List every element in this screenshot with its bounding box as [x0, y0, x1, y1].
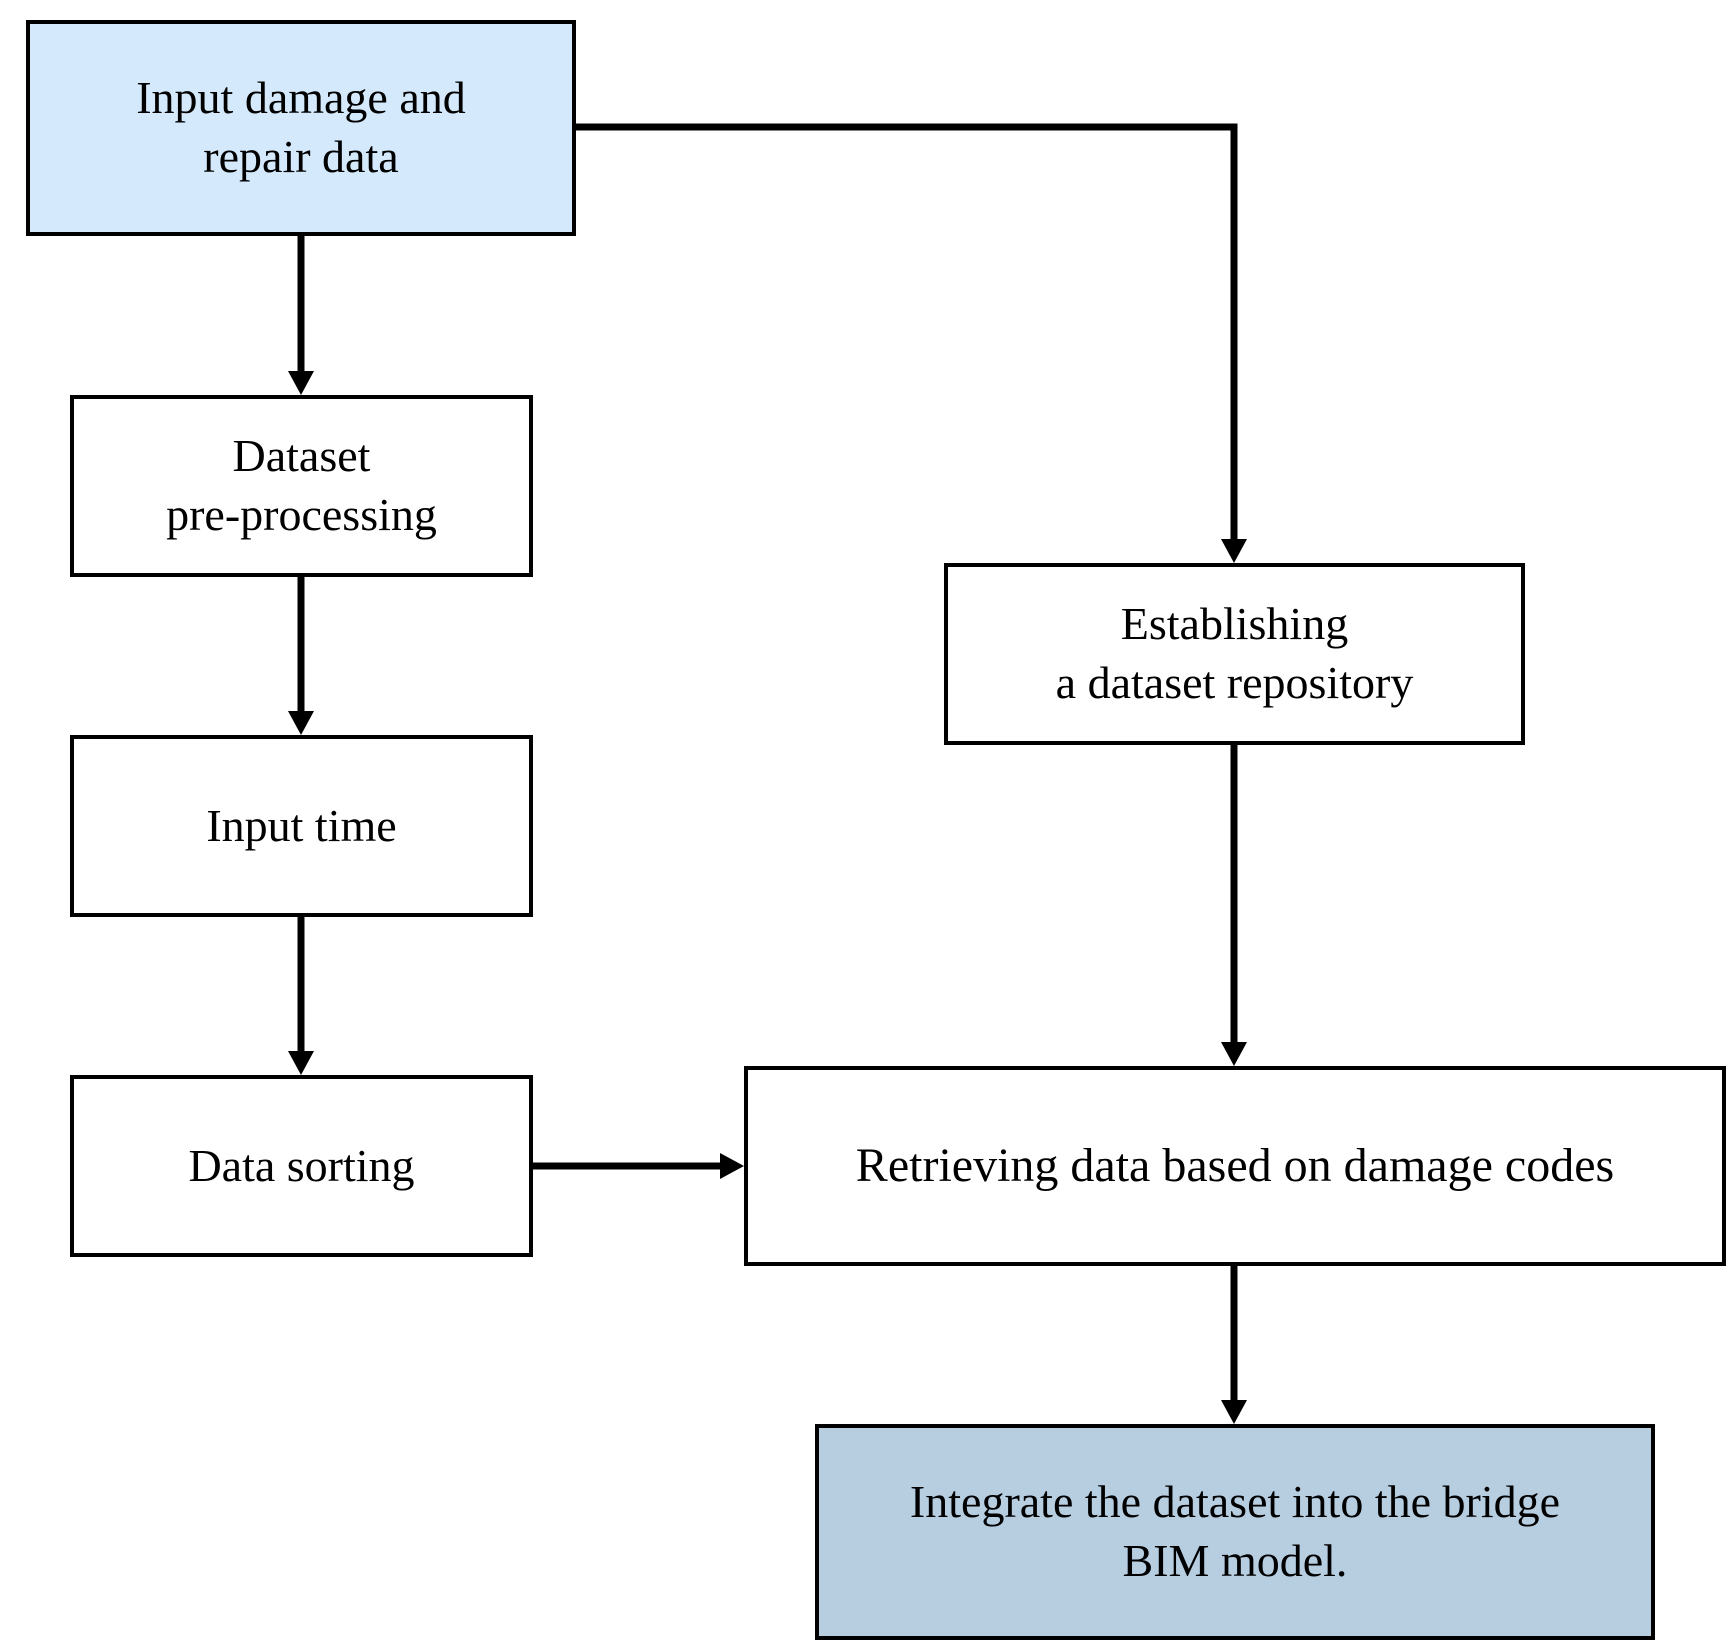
- node-text-line: repair data: [203, 131, 399, 182]
- node-text-line: BIM model.: [1122, 1535, 1348, 1586]
- edge-preprocessing-to-input-time: [288, 577, 314, 735]
- node-text-line: Input time: [206, 799, 397, 851]
- edge-input-damage-to-repository: [576, 123, 1247, 563]
- edge-data-sorting-to-retrieving: [533, 1153, 744, 1179]
- edge-input-time-to-data-sorting: [288, 917, 314, 1075]
- node-text-line: Dataset: [232, 430, 371, 482]
- node-text-line: Establishing: [1120, 598, 1349, 650]
- node-text-line: pre-processing: [166, 489, 437, 540]
- node-input-time: Input time: [70, 735, 533, 917]
- node-retrieving-data-by-damage-codes: Retrieving data based on damage codes: [744, 1066, 1726, 1266]
- node-input-damage-and-repair-data: Input damage and repair data: [26, 20, 576, 236]
- edge-input-damage-to-preprocessing: [288, 236, 314, 395]
- node-text-line: Input damage and: [136, 72, 466, 124]
- node-establishing-dataset-repository: Establishing a dataset repository: [944, 563, 1525, 745]
- edge-repository-to-retrieving: [1221, 745, 1247, 1066]
- node-text-line: a dataset repository: [1055, 657, 1414, 708]
- node-dataset-preprocessing: Dataset pre-processing: [70, 395, 533, 577]
- node-text-line: Integrate the dataset into the bridge: [909, 1476, 1561, 1528]
- node-text-line: Retrieving data based on damage codes: [855, 1139, 1615, 1193]
- node-text-line: Data sorting: [188, 1139, 415, 1191]
- node-data-sorting: Data sorting: [70, 1075, 533, 1257]
- edge-retrieving-to-integrate: [1221, 1266, 1247, 1424]
